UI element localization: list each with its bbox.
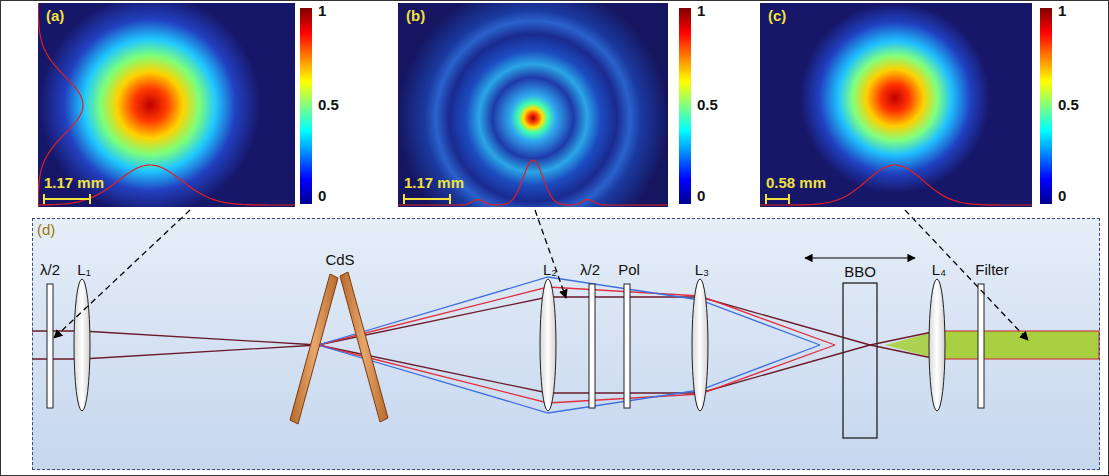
component-label: CdS bbox=[325, 252, 354, 269]
colorbar-tick: 1 bbox=[697, 3, 705, 20]
profile-curve bbox=[398, 160, 668, 205]
colorbar-tick: 1 bbox=[1058, 3, 1066, 20]
colorbar-tick: 0 bbox=[697, 188, 705, 205]
beam-profile-panel: (c) 0.58 mm bbox=[760, 3, 1032, 207]
colorbar-tick: 0.5 bbox=[697, 97, 718, 114]
component-label: BBO bbox=[844, 264, 876, 281]
panel-label: (b) bbox=[406, 8, 425, 25]
panel-label: (c) bbox=[768, 8, 786, 25]
profile-curve bbox=[760, 165, 1032, 205]
scale-label: 0.58 mm bbox=[766, 175, 826, 192]
beam-profile-panel: (b) 1.17 mm bbox=[398, 3, 668, 207]
panel-label: (a) bbox=[46, 8, 64, 25]
colorbar-tick: 1 bbox=[318, 3, 326, 20]
panel-label: (d) bbox=[37, 222, 55, 239]
colorbar-tick: 0 bbox=[318, 188, 326, 205]
component-label: λ/2 bbox=[40, 262, 60, 279]
colorbar-tick: 0 bbox=[1058, 188, 1066, 205]
scale-label: 1.17 mm bbox=[44, 175, 104, 192]
beam-profile-panel: (a) 1.17 mm bbox=[38, 3, 295, 207]
scale-label: 1.17 mm bbox=[404, 175, 464, 192]
component-label: L₁ bbox=[77, 262, 90, 279]
component-label: L₂ bbox=[543, 262, 557, 279]
component-label: λ/2 bbox=[580, 262, 600, 279]
profile-curve bbox=[38, 165, 295, 205]
component-label: L₃ bbox=[695, 262, 709, 279]
component-label: L₄ bbox=[932, 262, 946, 279]
colorbar-tick: 0.5 bbox=[318, 97, 339, 114]
component-label: Filter bbox=[975, 262, 1008, 279]
component-label: Pol bbox=[618, 262, 640, 279]
setup-panel: (d) bbox=[32, 218, 1100, 470]
colorbar-tick: 0.5 bbox=[1058, 97, 1079, 114]
